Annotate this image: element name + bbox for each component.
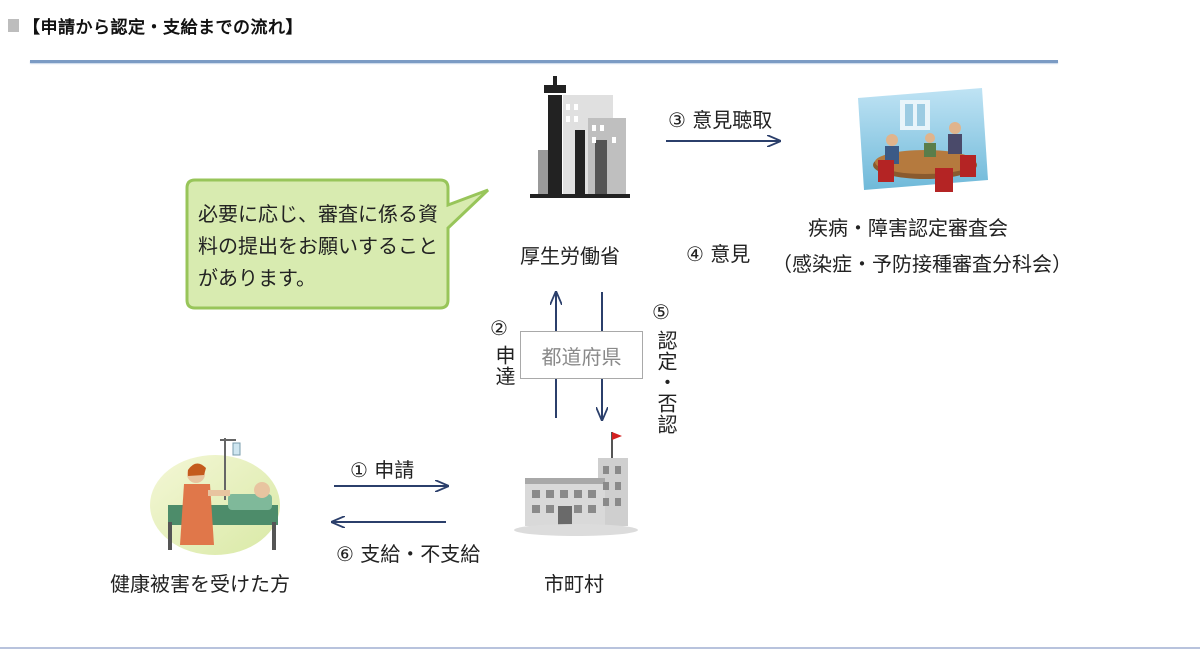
step5-text: 認定・否認 — [654, 330, 678, 435]
top-divider — [30, 60, 1058, 63]
step5-number: ⑤ — [652, 300, 670, 324]
bubble-line-3: があります。 — [198, 266, 316, 290]
bullet-square-icon — [8, 19, 19, 32]
prefecture-label: 都道府県 — [541, 344, 622, 369]
step1-label: ① 申請 — [350, 458, 415, 482]
step4-label: ④ 意見 — [686, 242, 751, 266]
bubble-text: 必要に応じ、審査に係る資 料の提出をお願いすること があります。 — [198, 198, 448, 294]
node-council-label-line1: 疾病・障害認定審査会 — [808, 216, 1008, 240]
government-building-icon — [530, 76, 630, 198]
speech-bubble — [185, 178, 490, 310]
node-mhlw-label: 厚生労働省 — [520, 244, 620, 268]
step2-number: ② — [490, 316, 508, 340]
heading-text: 【申請から認定・支給までの流れ】 — [23, 18, 303, 38]
step3-label: ③ 意見聴取 — [668, 108, 773, 132]
bubble-line-2: 料の提出をお願いすること — [198, 234, 438, 258]
page-heading: 【申請から認定・支給までの流れ】 — [8, 13, 303, 38]
step6-label: ⑥ 支給・不支給 — [336, 542, 481, 566]
node-victim-label: 健康被害を受けた方 — [110, 572, 290, 596]
node-municipality-label: 市町村 — [544, 572, 604, 596]
step2-text: 申達 — [492, 345, 516, 387]
meeting-room-icon — [858, 88, 988, 192]
city-hall-icon — [514, 432, 638, 536]
bottom-divider — [0, 647, 1200, 649]
patient-bed-icon — [150, 438, 280, 555]
prefecture-box: 都道府県 — [520, 331, 643, 379]
node-council-label-line2: （感染症・予防接種審査分科会） — [772, 252, 1072, 276]
bubble-line-1: 必要に応じ、審査に係る資 — [198, 202, 438, 226]
